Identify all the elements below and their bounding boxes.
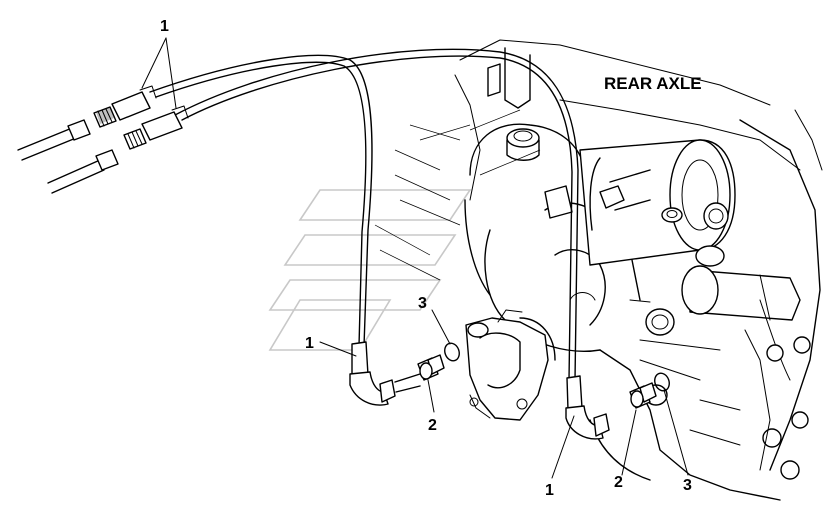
hose-assembly-right: [174, 48, 610, 440]
callout-3-right: 3: [683, 477, 692, 494]
hose-end-lower: [47, 105, 189, 194]
o-ring-right: [654, 372, 670, 392]
leader-lines: [141, 37, 689, 479]
adapter-left: [417, 354, 445, 381]
callout-1-right: 1: [545, 482, 554, 499]
callout-2-right: 2: [614, 474, 623, 491]
callout-2-left: 2: [428, 417, 437, 434]
hose-assembly-left: [149, 54, 421, 406]
callout-1-left: 1: [305, 335, 314, 352]
hose-end-upper: [17, 85, 157, 161]
adapter-right: [629, 382, 657, 409]
yoke-bracket: [465, 309, 556, 421]
callout-3-left: 3: [418, 295, 427, 312]
rear-axle-housing: [374, 39, 823, 501]
diagram-title: REAR AXLE: [604, 74, 702, 93]
o-ring-left: [444, 342, 460, 362]
callout-1-top: 1: [160, 18, 169, 35]
